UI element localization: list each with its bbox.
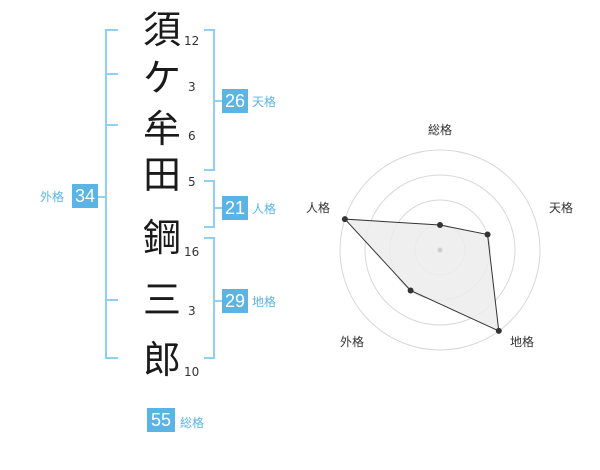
radar-axis-label-gaikaku: 外格 [340, 335, 365, 349]
radar-axis-label-tenkaku: 天格 [549, 201, 574, 215]
radar-center-dot [437, 247, 443, 253]
stroke-count-4: 5 [188, 175, 196, 189]
name-char-7: 郎 [142, 338, 181, 382]
jinkaku-label: 人格 [252, 202, 277, 216]
name-char-1: 須 [142, 8, 181, 52]
radar-axis-label-jinkaku: 人格 [306, 201, 331, 215]
radar-grid-ring [339, 149, 541, 351]
radar-point-5 [341, 216, 348, 223]
chikaku-label: 地格 [252, 295, 277, 309]
gaikaku-label: 外格 [40, 190, 65, 204]
chikaku-value: 29 [222, 289, 248, 313]
radar-point-2 [484, 231, 491, 238]
soukaku-value: 55 [147, 408, 175, 432]
radar-point-4 [407, 287, 414, 294]
stroke-count-1: 12 [184, 34, 200, 48]
chikaku-bracket [204, 237, 215, 359]
radar-point-3 [495, 327, 502, 334]
stroke-count-3: 6 [188, 129, 196, 143]
tenkaku-label: 天格 [252, 95, 277, 109]
stroke-count-7: 10 [184, 365, 200, 379]
name-char-2: ケ [142, 56, 181, 100]
stroke-count-2: 3 [188, 80, 196, 94]
radar-axis-label-chikaku: 地格 [510, 335, 535, 349]
jinkaku-bracket [204, 180, 215, 228]
soukaku-label: 総格 [180, 416, 205, 430]
stroke-count-6: 3 [188, 304, 196, 318]
name-char-6: 三 [142, 278, 181, 322]
stroke-count-5: 16 [184, 245, 200, 259]
gaikaku-bracket [105, 29, 118, 359]
name-char-4: 田 [142, 153, 181, 197]
radar-area [343, 218, 500, 332]
name-char-3: 牟 [142, 107, 181, 151]
tenkaku-value: 26 [222, 89, 248, 113]
gaikaku-value: 34 [72, 184, 98, 208]
radar-grid-ring [364, 174, 516, 326]
radar-point-1 [437, 222, 443, 228]
radar-axis-label-soukaku: 総格 [428, 123, 453, 137]
name-char-5: 鋼 [142, 216, 181, 260]
jinkaku-value: 21 [222, 196, 248, 220]
